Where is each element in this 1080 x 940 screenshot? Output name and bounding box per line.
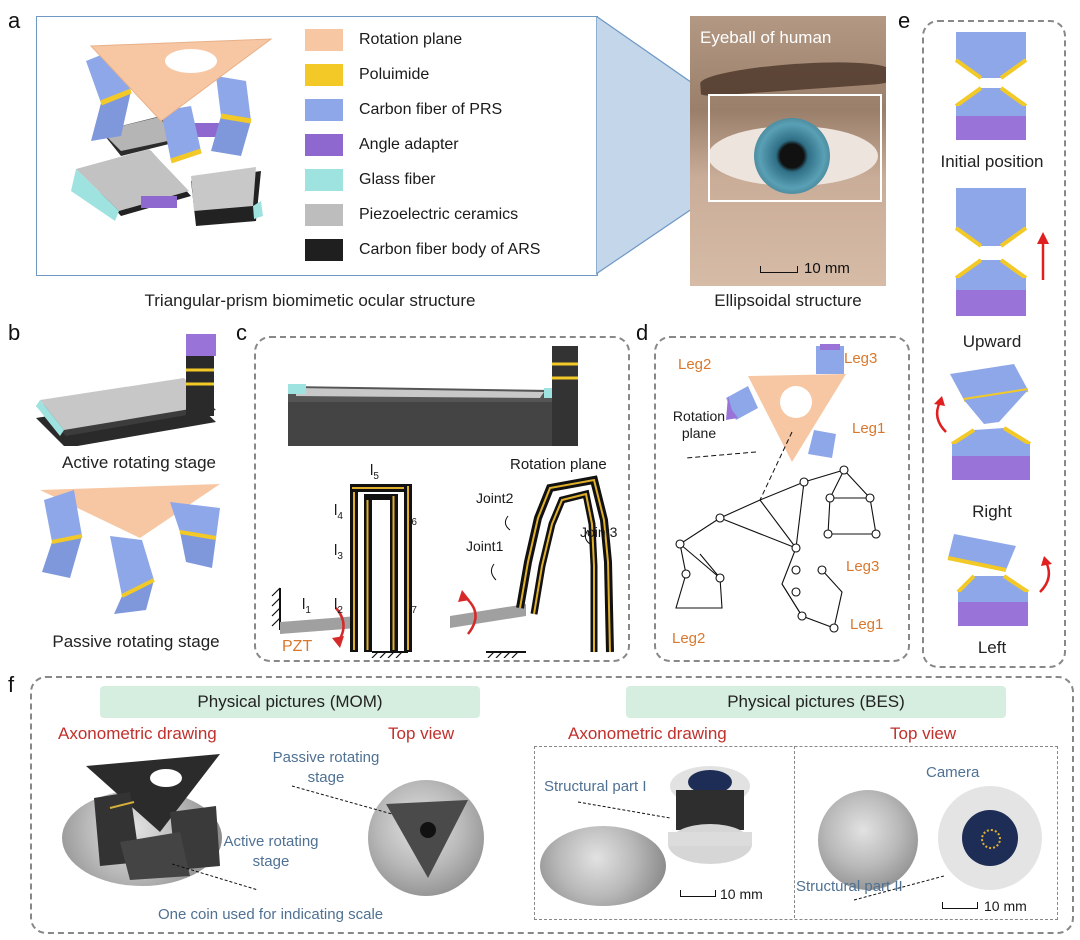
label-l7: l7 [408, 596, 417, 616]
label-l1: l1 [302, 596, 311, 616]
panel-e-box [922, 20, 1066, 668]
legend-swatch [305, 169, 343, 191]
mom-title: Physical pictures (MOM) [197, 692, 383, 711]
label-coin-note: One coin used for indicating scale [158, 906, 384, 923]
mom-axo-device [86, 754, 220, 880]
leader-passive [291, 785, 393, 815]
bes-axo-scale-bar [680, 890, 716, 897]
label-joint3: Joint3 [580, 524, 618, 540]
axo-label-right: Axonometric drawing [568, 724, 727, 743]
state-label-upward: Upward [962, 332, 1022, 351]
leader-structural-2 [853, 875, 945, 901]
eye-scale-text: 10 mm [804, 260, 850, 277]
caption-ellipsoidal: Ellipsoidal structure [714, 291, 862, 310]
legend-swatch [305, 99, 343, 121]
panel-label-f: f [8, 672, 15, 697]
label-structural-part-2: Structural part II [796, 878, 903, 895]
arrow-curve-right-icon [1039, 556, 1052, 593]
panel-d-kinematic-diagram [675, 344, 881, 633]
iris [754, 118, 830, 194]
triangular-prism-render [71, 38, 273, 226]
panel-label-d: d [636, 320, 649, 345]
state-label-left: Left [977, 638, 1007, 657]
legend-swatch [305, 134, 343, 156]
label-leg3-top: Leg3 [844, 350, 878, 367]
caption-active-stage: Active rotating stage [61, 453, 217, 472]
state-label-right: Right [972, 502, 1012, 521]
state-right-render [950, 364, 1032, 480]
panel-d-box [654, 336, 910, 662]
label-l2: l2 [334, 596, 343, 616]
bes-axo-coin [540, 826, 666, 906]
bes-top-scale-bar [942, 902, 978, 909]
state-label-initial: Initial position [940, 152, 1044, 171]
panel-label-b: b [8, 320, 21, 345]
panel-c-stage-render [288, 346, 578, 446]
label-leg1-bottom: Leg1 [850, 616, 884, 633]
eye-photo: Eyeball of human 10 mm [690, 16, 886, 286]
state-upward-render [954, 188, 1028, 316]
label-leg2-bottom: Leg2 [672, 630, 706, 647]
legend-swatch [305, 239, 343, 261]
arrow-curve-left-icon [934, 396, 947, 433]
label-joint1: Joint1 [466, 538, 504, 554]
eye-focus-box [708, 94, 882, 202]
label-camera: Camera [926, 764, 980, 781]
panel-c-box [254, 336, 630, 662]
label-leg1-top: Leg1 [852, 420, 886, 437]
passive-stage-render [40, 484, 220, 614]
leader-structural-1 [577, 801, 671, 819]
label-active-stage: Active rotating stage [223, 833, 319, 870]
eye-scale-bar [760, 266, 798, 273]
label-leg3-bottom: Leg3 [846, 558, 880, 575]
label-l5: l5 [370, 462, 379, 482]
label-leg2-top: Leg2 [678, 356, 712, 373]
camera-icon [981, 829, 1001, 849]
label-structural-part-1: Structural part I [544, 778, 647, 795]
label-rotation-plane-c: Rotation plane [510, 456, 607, 473]
bes-axo-scale-text: 10 mm [720, 886, 763, 902]
bes-axo-device [668, 766, 752, 864]
leader-active [171, 863, 259, 891]
bes-title-band [626, 686, 1006, 718]
mom-top-device [386, 800, 468, 878]
top-label-left: Top view [388, 724, 455, 743]
bes-top-scale-text: 10 mm [984, 898, 1027, 914]
legend-swatch [305, 29, 343, 51]
eyebrow [699, 57, 886, 97]
bes-top-coin [818, 790, 918, 890]
axo-label-left: Axonometric drawing [58, 724, 217, 743]
bes-sub-box [534, 746, 1058, 920]
top-label-right: Top view [890, 724, 957, 743]
panel-c-linkage-diagram [271, 475, 614, 658]
arrow-up-icon [1037, 232, 1049, 280]
label-joint2: Joint2 [476, 490, 514, 506]
bes-divider [794, 746, 795, 918]
label-rotation-plane-d: Rotation plane [672, 408, 726, 441]
panel-label-a: a [8, 8, 21, 33]
state-initial-render [954, 32, 1028, 140]
panel-label-c: c [236, 320, 247, 345]
label-passive-stage: Passive rotating stage [272, 749, 380, 786]
bes-title: Physical pictures (BES) [727, 692, 905, 711]
material-legend: Rotation plane Poluimide Carbon fiber of… [305, 25, 595, 275]
label-pzt: PZT [282, 638, 313, 655]
eye-title: Eyeball of human [700, 28, 832, 47]
label-l3: l3 [334, 542, 343, 562]
legend-swatch [305, 64, 343, 86]
caption-passive-stage: Passive rotating stage [52, 632, 220, 651]
mom-title-band [100, 686, 480, 718]
state-left-render [947, 534, 1030, 626]
panel-f-box [30, 676, 1074, 934]
active-stage-render [36, 334, 216, 446]
legend-swatch [305, 204, 343, 226]
label-l4: l4 [334, 502, 343, 522]
caption-triangular-prism: Triangular-prism biomimetic ocular struc… [144, 291, 476, 310]
label-l6: l6 [408, 508, 417, 528]
panel-a-render-frame: Rotation plane Poluimide Carbon fiber of… [36, 16, 598, 276]
panel-label-e: e [898, 8, 911, 33]
